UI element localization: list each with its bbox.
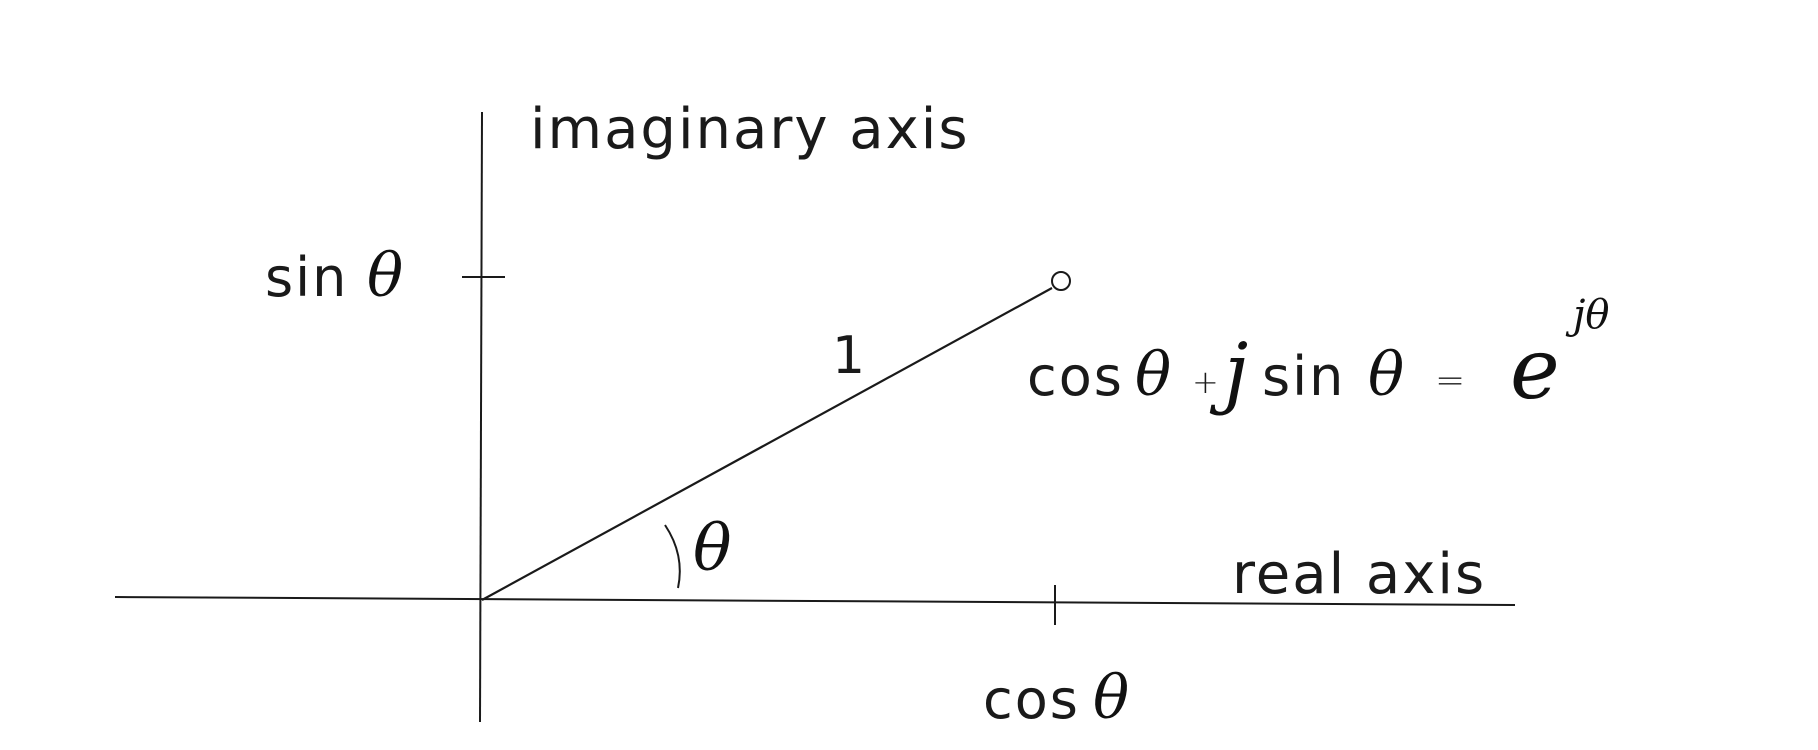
sin-function-text: sin [265,246,348,309]
equation-e: e [1510,320,1560,418]
equation-sin-text: sin [1262,345,1345,408]
real-axis-line [114,596,1516,606]
euler-equation: cos θ + j sin θ = e jθ [1027,292,1609,418]
imaginary-axis-label: imaginary axis [530,97,970,162]
equation-plus: + [1192,363,1219,401]
vector-endpoint-marker [1051,271,1071,291]
unit-vector [481,287,1053,601]
sin-theta-label: sin θ [265,241,403,311]
real-axis-label: real axis [1232,542,1486,607]
equation-theta-2: θ [1368,340,1404,410]
equation-exponent: jθ [1565,292,1609,338]
angle-arc [664,524,681,589]
angle-theta-label: θ [693,512,732,586]
equation-theta-1: θ [1135,340,1171,410]
sin-theta-symbol: θ [367,241,403,311]
imaginary-axis-line [479,111,483,723]
cos-function-text: cos [983,668,1080,731]
cos-theta-label: cos θ [983,663,1129,733]
equation-cos-text: cos [1027,345,1124,408]
equation-equals: = [1435,360,1465,401]
vector-length-label: 1 [832,326,867,386]
cos-theta-symbol: θ [1093,663,1129,733]
